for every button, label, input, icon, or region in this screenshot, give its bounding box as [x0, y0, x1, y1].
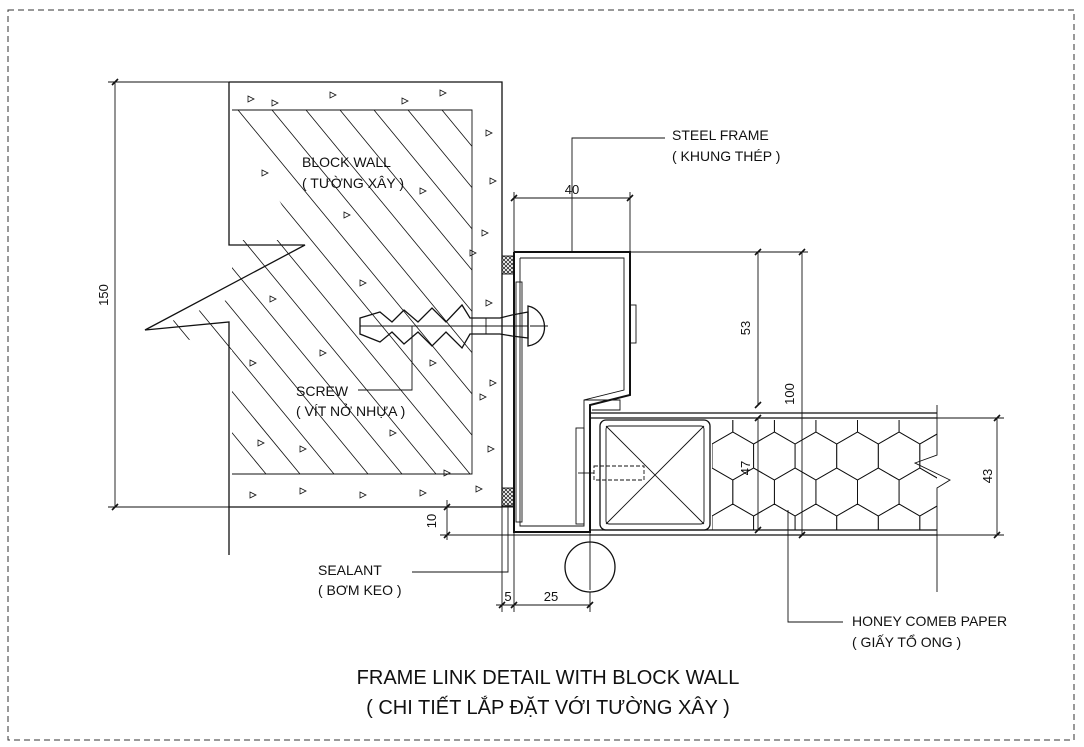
label-sealant: SEALANT [318, 562, 382, 578]
door-leaf [578, 405, 951, 592]
label-screw: SCREW [296, 383, 349, 399]
dim-150: 150 [96, 284, 111, 306]
dim-5: 5 [504, 589, 511, 604]
sealant-top [501, 255, 515, 275]
drawing-title: FRAME LINK DETAIL WITH BLOCK WALL [357, 667, 740, 689]
dim-47: 47 [738, 461, 753, 475]
label-block-wall-vi: ( TƯỜNG XÂY ) [302, 175, 404, 191]
label-steel-frame-vi: ( KHUNG THÉP ) [672, 148, 780, 164]
dimension-lines [108, 78, 1004, 612]
label-honeycomb-vi: ( GIẤY TỔ ONG ) [852, 633, 961, 650]
screw-anchor [359, 303, 548, 350]
dim-40: 40 [565, 182, 579, 197]
dim-53: 53 [738, 321, 753, 335]
drawing-border [7, 9, 1075, 741]
dim-25: 25 [544, 589, 558, 604]
label-sealant-vi: ( BƠM KEO ) [318, 582, 402, 598]
sealant-bottom [501, 487, 515, 507]
leader-lines [358, 137, 843, 623]
label-screw-vi: ( VÍT NỞ NHỰA ) [296, 402, 405, 419]
dim-100: 100 [782, 383, 797, 405]
label-block-wall: BLOCK WALL [302, 154, 391, 170]
steel-frame [513, 251, 637, 533]
label-steel-frame: STEEL FRAME [672, 127, 769, 143]
dim-10: 10 [424, 514, 439, 528]
label-honeycomb: HONEY COMEB PAPER [852, 613, 1007, 629]
drawing-subtitle: ( CHI TIẾT LẮP ĐẶT VỚI TƯỜNG XÂY ) [366, 695, 730, 719]
dim-43: 43 [980, 469, 995, 483]
